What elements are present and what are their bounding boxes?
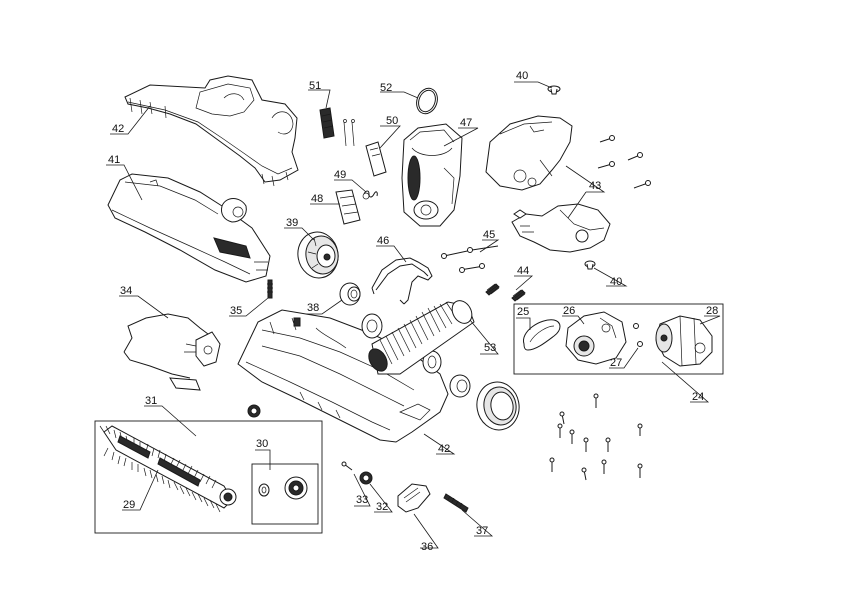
part-44-springs — [485, 283, 526, 302]
part-39-wheel — [297, 231, 339, 279]
label-part-36: 36 — [421, 541, 433, 553]
part-52-o-ring — [416, 87, 438, 115]
part-30-end-caps — [258, 476, 308, 500]
part-53-hose — [368, 300, 475, 375]
label-part-51: 51 — [309, 80, 321, 92]
part-38-bushing — [339, 282, 361, 306]
part-35-spring — [267, 279, 273, 299]
wheel-bushing — [449, 374, 471, 398]
label-part-46: 46 — [377, 235, 389, 247]
part-50-latch — [365, 141, 387, 177]
part-43-side-housing — [485, 115, 611, 253]
part-34-wiring-harness — [123, 313, 221, 391]
label-part-35: 35 — [230, 305, 242, 317]
label-part-42-cover: 42 — [112, 123, 124, 135]
label-part-40-lower: 40 — [610, 276, 622, 288]
label-part-39: 39 — [286, 217, 298, 229]
part-27-screws — [633, 323, 643, 347]
label-part-24: 24 — [692, 391, 704, 403]
part-49-small-spring — [362, 190, 378, 200]
label-part-33: 33 — [356, 494, 368, 506]
brushroll-kit-box — [94, 420, 323, 534]
label-part-50: 50 — [386, 115, 398, 127]
label-part-48: 48 — [311, 193, 323, 205]
label-part-26: 26 — [563, 305, 575, 317]
label-part-38: 38 — [307, 302, 319, 314]
part-26-motor-housing — [565, 311, 627, 365]
part-42-base-housing — [237, 309, 449, 443]
small-end-cap — [247, 404, 261, 418]
label-part-45: 45 — [483, 229, 495, 241]
label-part-53: 53 — [484, 342, 496, 354]
part-48-pedal-plate — [335, 189, 361, 225]
part-41-lower-cover — [107, 173, 271, 283]
label-part-32: 32 — [376, 501, 388, 513]
motor-kit-box — [513, 303, 724, 375]
label-part-30: 30 — [256, 438, 268, 450]
leader-lines — [106, 81, 721, 549]
part-40-lower-knob — [584, 260, 596, 270]
part-33-pin — [341, 461, 353, 471]
label-part-31: 31 — [145, 395, 157, 407]
label-part-40-top: 40 — [516, 70, 528, 82]
part-45-axles — [441, 245, 499, 273]
label-part-49: 49 — [334, 169, 346, 181]
end-cap-kit-box — [251, 463, 319, 525]
part-37-spring — [443, 493, 469, 513]
part-47-pivot-housing — [401, 123, 463, 227]
loose-screws — [549, 393, 643, 481]
part-46-wire-bracket — [371, 257, 433, 305]
part-28-motor — [655, 315, 713, 367]
label-part-42-base: 42 — [438, 443, 450, 455]
part-40-top-knob — [547, 85, 561, 95]
label-part-27: 27 — [610, 357, 622, 369]
label-part-52: 52 — [380, 82, 392, 94]
label-part-41: 41 — [108, 154, 120, 166]
callout-labels: 40 52 51 50 47 42 41 49 48 43 39 46 45 4… — [108, 70, 718, 553]
label-part-43: 43 — [589, 180, 601, 192]
part-25-belt — [523, 319, 561, 351]
label-part-29: 29 — [123, 499, 135, 511]
part-36-pedal — [397, 483, 431, 513]
part-32-nut — [359, 471, 373, 485]
part-42-top-cover — [124, 75, 299, 187]
part-43-screws — [597, 135, 651, 189]
part-51-latch-pieces — [319, 107, 355, 147]
part-29-brushroll — [99, 425, 237, 513]
label-part-34: 34 — [120, 285, 132, 297]
label-part-37: 37 — [476, 525, 488, 537]
label-part-25: 25 — [517, 306, 529, 318]
label-part-47: 47 — [460, 117, 472, 129]
label-part-28: 28 — [706, 305, 718, 317]
large-wheel — [476, 381, 520, 431]
label-part-44: 44 — [517, 265, 529, 277]
